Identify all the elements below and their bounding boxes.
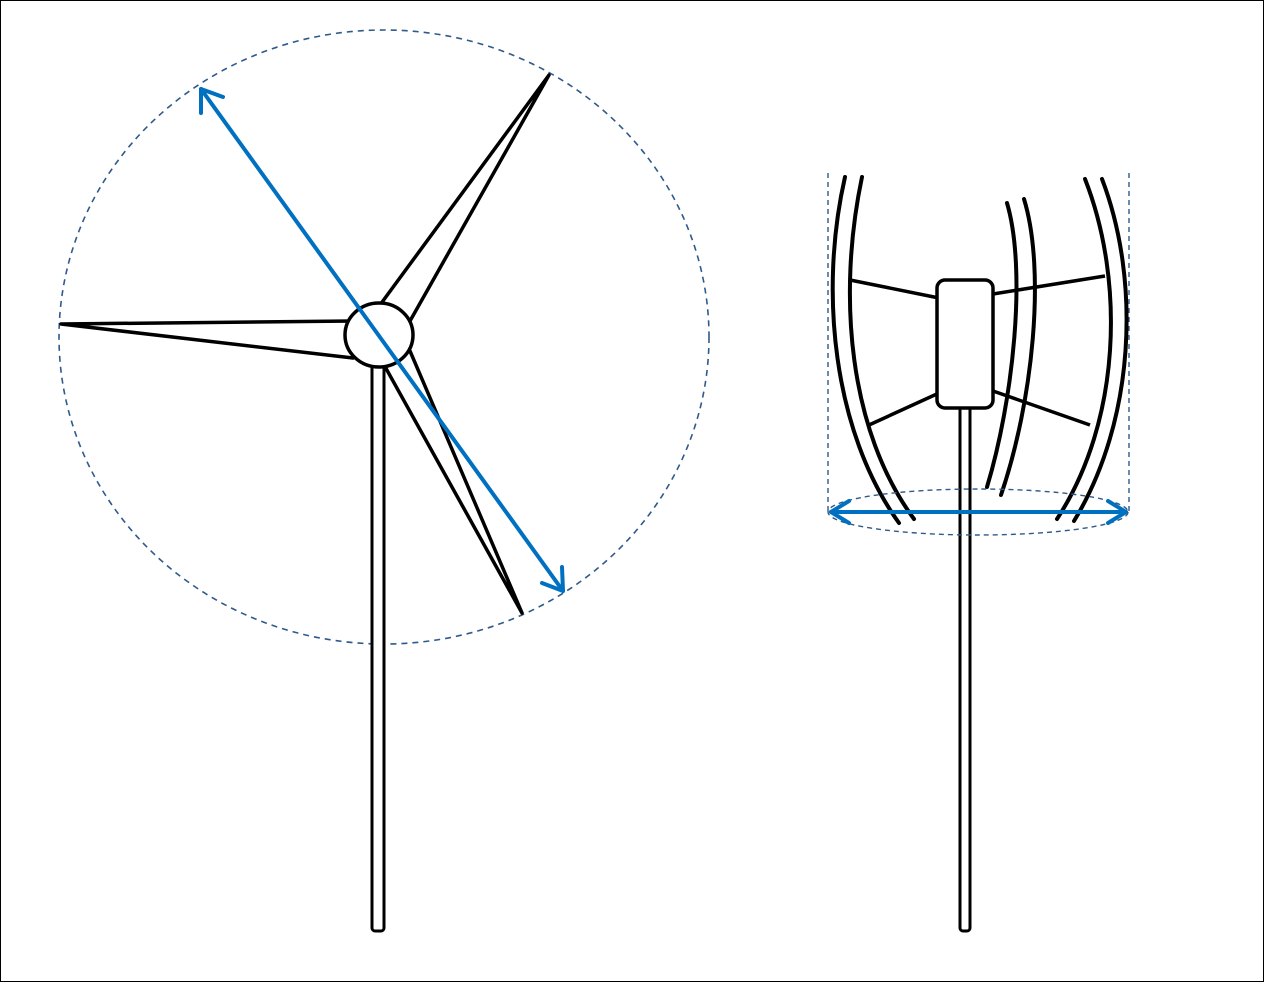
- vawt-strut-lower-left: [868, 391, 940, 427]
- vertical-axis-turbine: [827, 173, 1130, 933]
- vawt-arrowhead-left: [829, 499, 851, 525]
- hawt-arrowhead-top: [199, 87, 225, 115]
- vawt-strut-upper-right: [992, 274, 1106, 296]
- hawt-diameter-arrow: [199, 87, 565, 593]
- hawt-blade-left: [59, 319, 355, 360]
- horizontal-axis-turbine: [58, 29, 710, 933]
- hawt-tower: [370, 359, 386, 933]
- vawt-arrowhead-right: [1106, 499, 1128, 525]
- vawt-blade-back: [985, 197, 1037, 497]
- vawt-blade-left: [830, 175, 916, 525]
- vawt-generator-housing: [935, 278, 995, 410]
- hawt-arrowhead-bottom: [540, 565, 565, 593]
- vawt-strut-upper-left: [849, 278, 940, 300]
- hawt-blade-lower-right: [381, 349, 524, 615]
- vawt-blade-right: [1055, 177, 1129, 523]
- vawt-tower: [958, 402, 972, 933]
- hawt-blade-upper-right: [375, 73, 551, 323]
